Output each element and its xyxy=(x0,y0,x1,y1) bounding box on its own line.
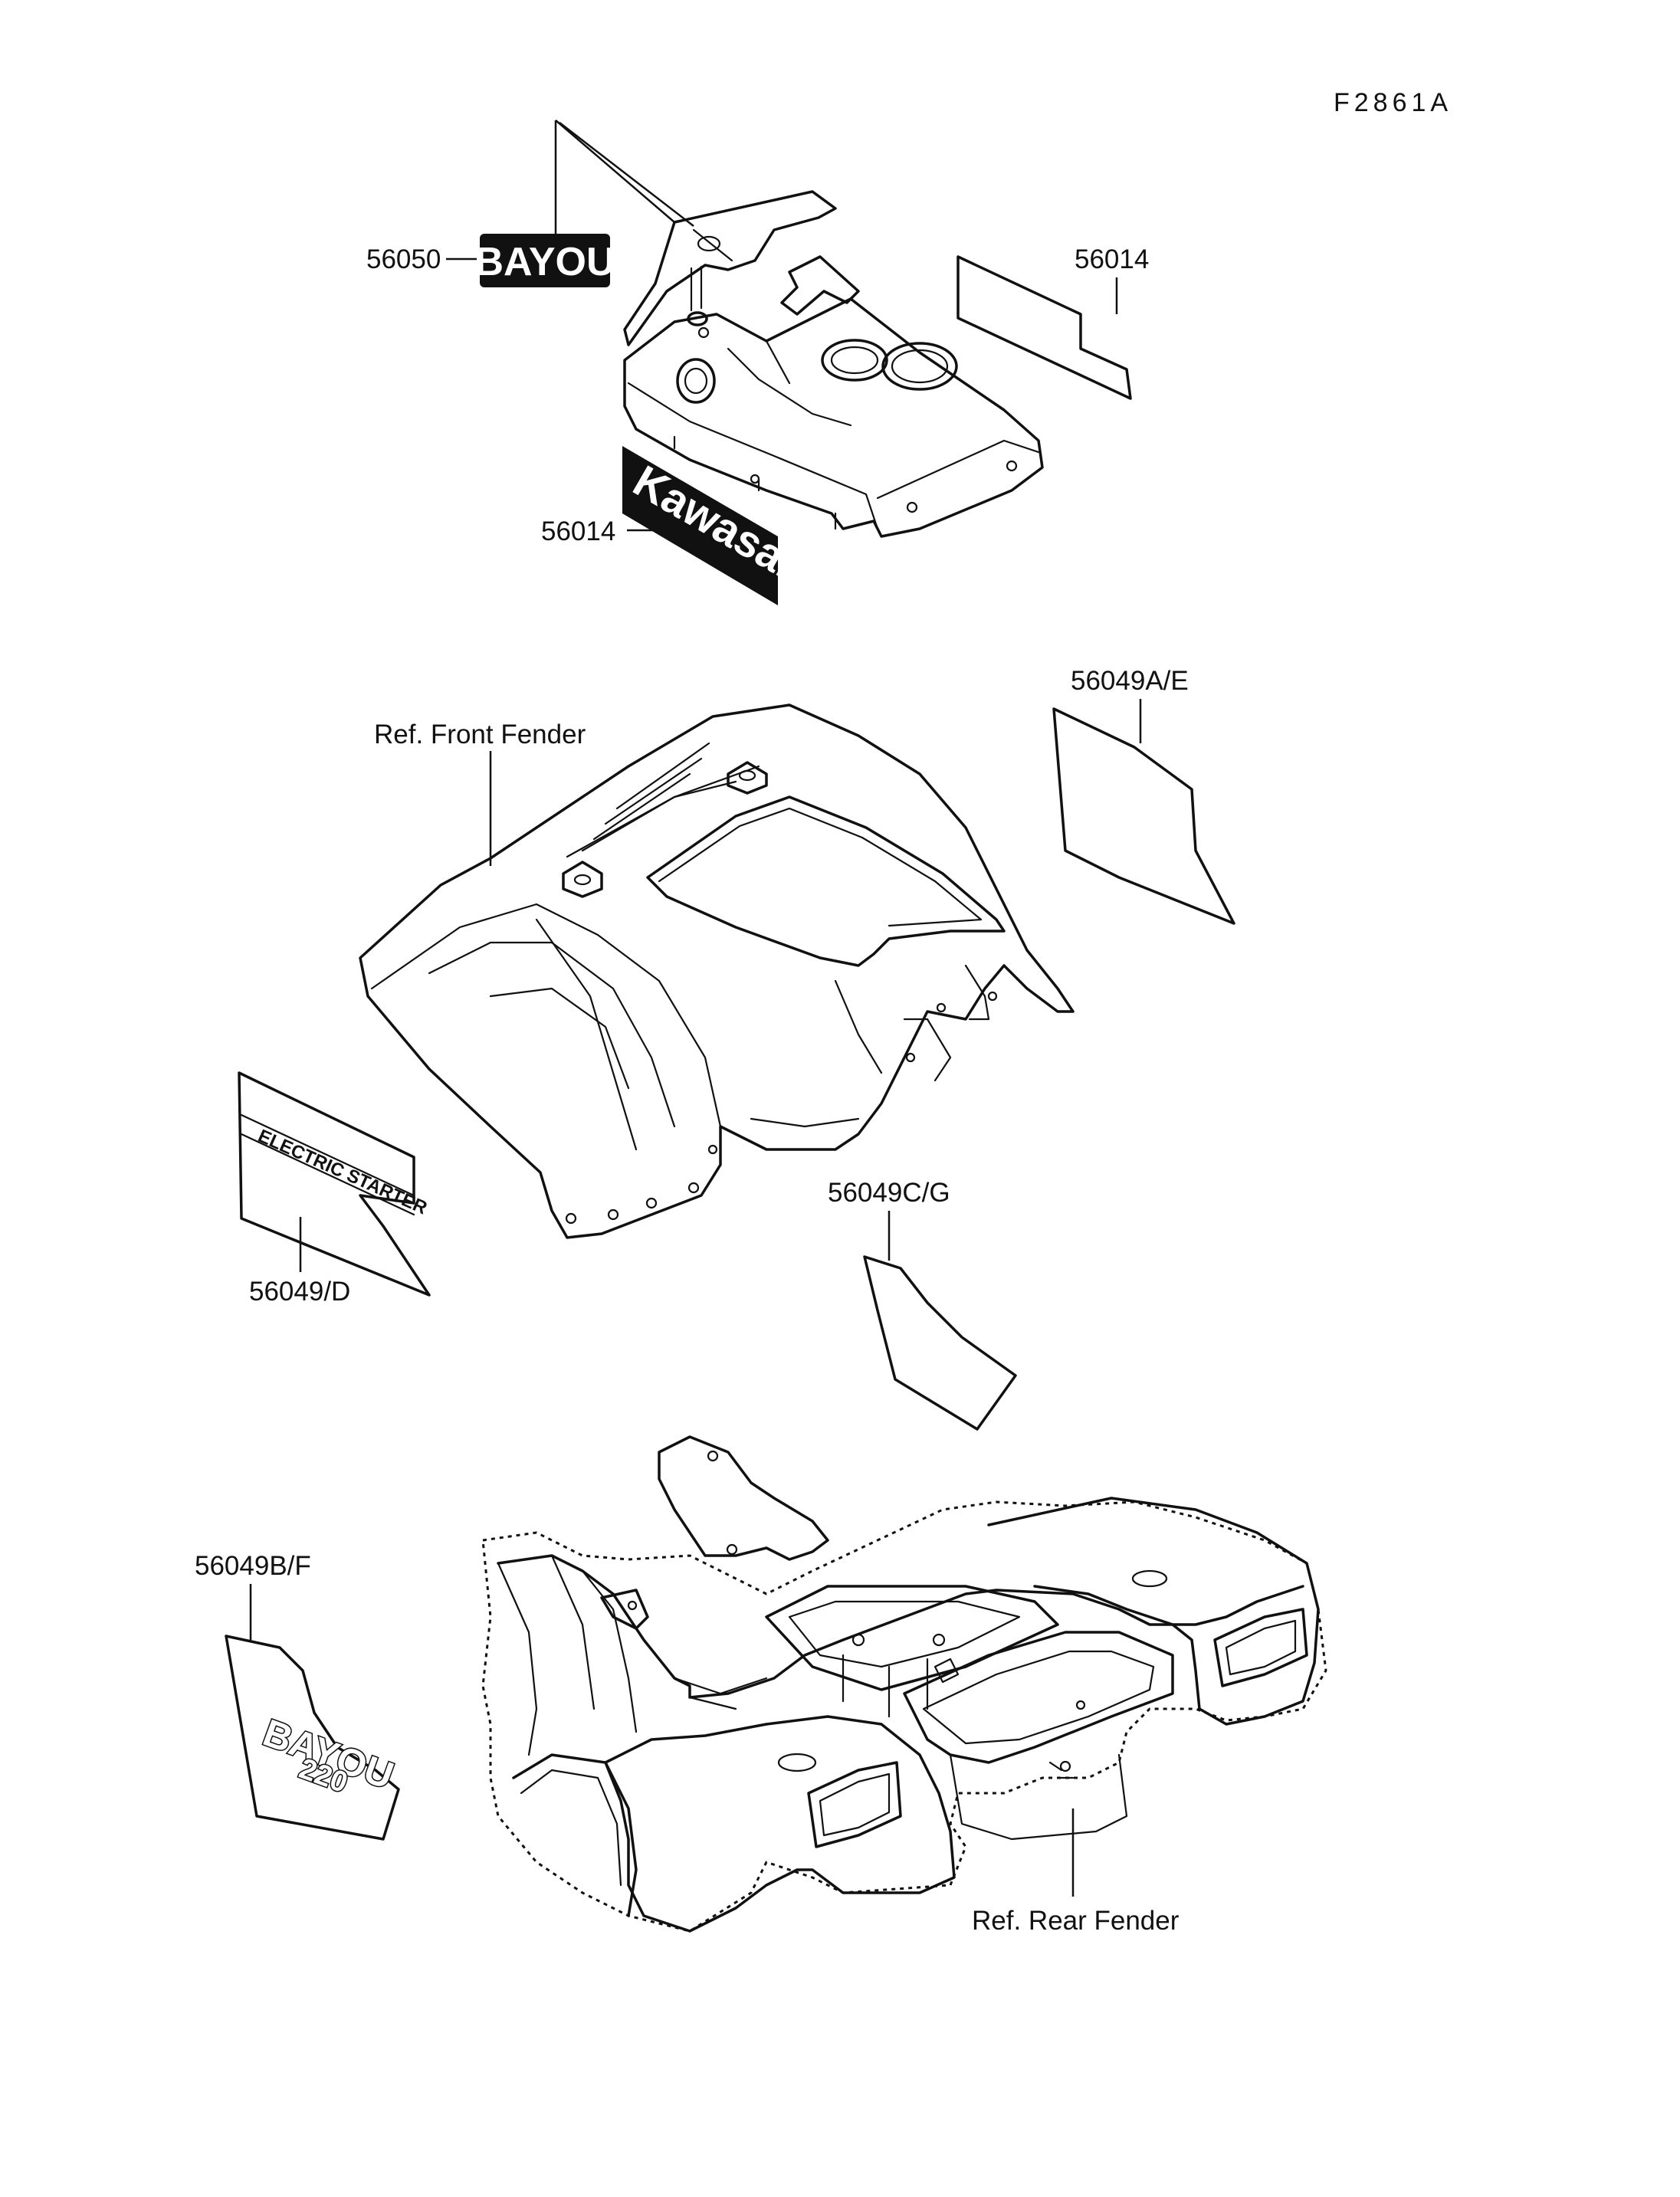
svg-text:BAYOU: BAYOU xyxy=(474,240,615,284)
label-56014-side: 56014 xyxy=(1075,244,1149,274)
front-decal-lower xyxy=(863,1255,1017,1431)
rear-fender xyxy=(481,1435,1327,1933)
rear-decal-left: BAYOU 220 xyxy=(225,1635,400,1841)
label-56049cg: 56049C/G xyxy=(828,1178,950,1208)
side-cover-decal xyxy=(956,255,1132,400)
kawasaki-emblem-decal: Kawasaki xyxy=(622,446,825,605)
label-56049bf: 56049B/F xyxy=(195,1551,311,1581)
tank-cover-assembly xyxy=(623,190,1044,538)
label-front-fender: Ref. Front Fender xyxy=(374,720,586,749)
label-56049d: 56049/D xyxy=(249,1277,350,1307)
front-decal-right xyxy=(1052,707,1235,925)
label-rear-fender: Ref. Rear Fender xyxy=(972,1906,1180,1936)
front-decal-left: ELECTRIC STARTER xyxy=(238,1071,431,1297)
front-fender xyxy=(359,703,1075,1239)
label-56049ae: 56049A/E xyxy=(1071,666,1189,696)
figure-code: F2861A xyxy=(1334,88,1452,117)
bayou-emblem-decal: BAYOU xyxy=(474,234,615,287)
label-56050: 56050 xyxy=(366,244,441,274)
label-56014-kawasaki: 56014 xyxy=(541,516,615,546)
